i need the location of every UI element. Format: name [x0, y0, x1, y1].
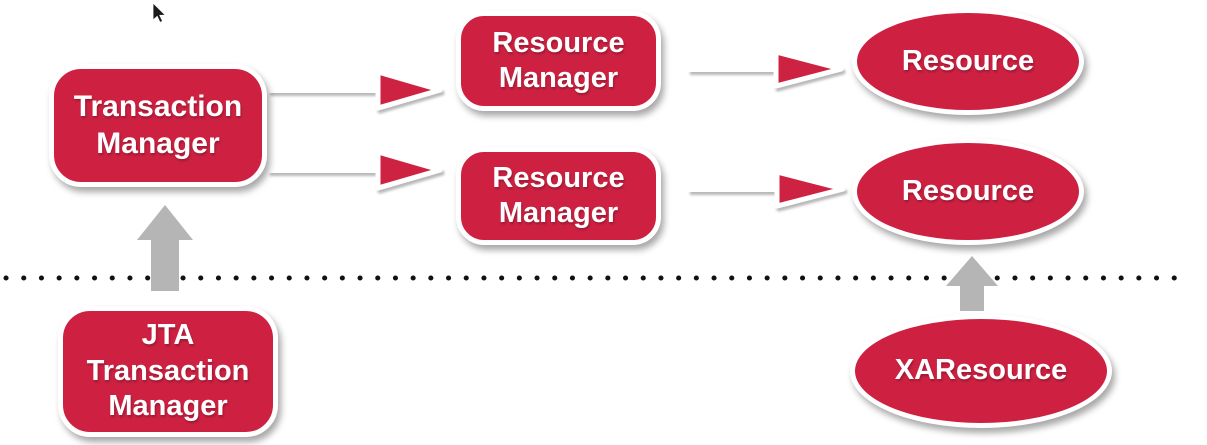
node-resource-bottom: Resource: [852, 138, 1084, 245]
node-label-resource-manager-bottom: Resource Manager: [492, 161, 625, 229]
arrowhead-rm-bottom-to-resource: [774, 169, 846, 209]
arrowhead-tm-to-rm-top: [375, 69, 443, 111]
node-label-resource-top: Resource: [901, 44, 1035, 77]
arrowhead-rm-top-to-resource: [773, 49, 844, 89]
node-resource-manager-bottom: Resource Manager: [456, 147, 661, 245]
node-resource-top: Resource: [852, 8, 1084, 115]
node-label-transaction-manager: Transaction Manager: [73, 89, 243, 160]
gray-up-arrow-xaresource: [946, 256, 998, 311]
node-label-resource-bottom: Resource: [901, 174, 1035, 207]
node-xa-resource: XAResource: [850, 314, 1112, 428]
node-label-resource-manager-top: Resource Manager: [492, 26, 625, 94]
arrowhead-tm-to-rm-bottom: [375, 149, 443, 191]
node-transaction-manager: Transaction Manager: [49, 64, 267, 187]
node-label-xa-resource: XAResource: [894, 354, 1068, 387]
node-resource-manager-top: Resource Manager: [456, 11, 661, 111]
gray-up-arrow-jta: [137, 205, 193, 291]
mouse-cursor-icon: [152, 2, 167, 23]
node-label-jta-transaction-manager: JTA Transaction Manager: [86, 319, 250, 423]
node-jta-transaction-manager: JTA Transaction Manager: [58, 306, 278, 437]
